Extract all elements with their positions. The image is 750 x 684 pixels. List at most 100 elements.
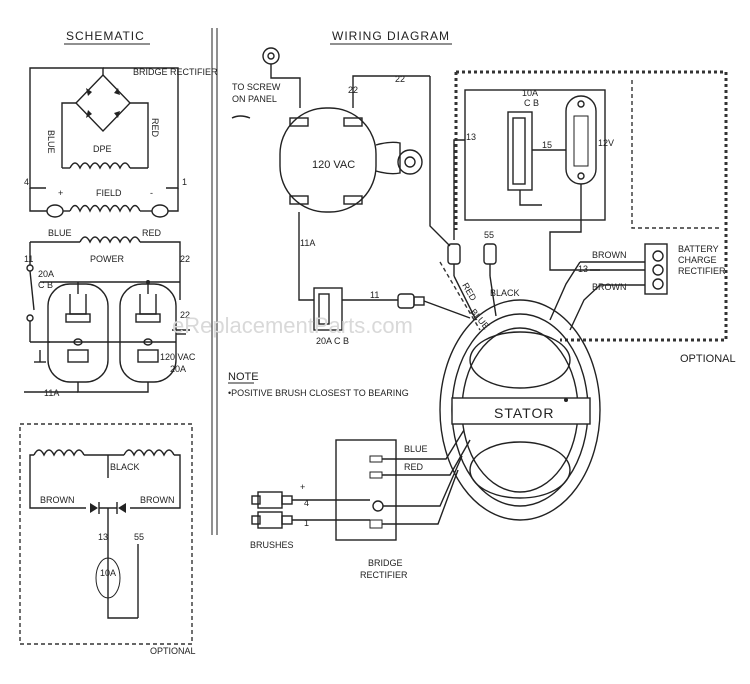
wiring-title: WIRING DIAGRAM — [332, 29, 450, 43]
schematic-red-vertical: RED — [150, 118, 160, 138]
wiring-panel: WIRING DIAGRAM TO SCREW ON PANEL 120 VAC… — [228, 29, 736, 580]
bridge-label-b: RECTIFIER — [360, 570, 408, 580]
bridge-label-a: BRIDGE — [368, 558, 403, 568]
watermark: eReplacementParts.com — [172, 313, 413, 338]
schematic-field-coil — [69, 204, 141, 213]
schematic-blue-wire: BLUE — [48, 228, 72, 238]
breaker-10a-label-b: C B — [524, 98, 539, 108]
brush-1-label: 1 — [304, 518, 309, 528]
wire-11a — [298, 212, 314, 301]
bridge-red-label: RED — [404, 462, 424, 472]
schematic-bridge-label-a: BRIDGE RECTIFIER — [133, 67, 218, 77]
wiring-outlet-120vac — [279, 107, 423, 213]
outlet-label: 120 VAC — [312, 159, 355, 171]
bcr-label-c: RECTIFIER — [678, 266, 726, 276]
schematic-wire-bridge-right — [130, 102, 149, 168]
wire-11-label: 11 — [370, 290, 379, 300]
schematic-n11a: 11A — [44, 388, 59, 398]
schematic-bridge-rectifier — [75, 73, 131, 133]
optional-n55: 55 — [134, 532, 144, 542]
schematic-outlet-b: 20A — [170, 364, 186, 374]
bcr-label-a: BATTERY — [678, 244, 719, 254]
schematic-breaker-a: 20A — [38, 269, 54, 279]
schematic-brush-left — [46, 204, 64, 218]
schematic-outlet-right — [119, 283, 177, 383]
optional-panel-box — [464, 89, 606, 221]
stator-icon — [439, 299, 601, 521]
breaker-20a-label: 20A C B — [316, 336, 349, 346]
optional-diode-right — [118, 503, 126, 513]
optional-brown-left: BROWN — [40, 495, 75, 505]
optional-brown-right: BROWN — [140, 495, 175, 505]
schematic-power-label: POWER — [90, 254, 125, 264]
schematic-outlet-a: 120 VAC — [160, 352, 196, 362]
optional-boundary-outer — [456, 70, 728, 342]
ground-screw-icon — [262, 47, 280, 65]
schematic-field-label: FIELD — [96, 188, 122, 198]
wire-22-to-stator — [429, 76, 451, 247]
connector-11-icon — [397, 293, 425, 309]
brush-plus-label: + — [300, 482, 305, 492]
schematic-wire-top-right — [103, 67, 179, 189]
wire-13-label: 13 — [466, 132, 476, 142]
to-screw-label-a: TO SCREW — [232, 82, 281, 92]
schematic-wire-bridge-left — [61, 102, 76, 168]
optional-coil-right — [123, 449, 175, 457]
schematic-dpe-coil — [69, 162, 131, 170]
schematic-n1: 1 — [182, 177, 187, 187]
schematic-breaker-contact-top — [26, 264, 34, 272]
optional-coil-left — [33, 449, 85, 457]
breaker-10a-label-a: 10A — [522, 88, 538, 98]
brown-wire-1-label: BROWN — [592, 250, 627, 260]
brushes-label: BRUSHES — [250, 540, 294, 550]
wire-15-label: 15 — [542, 140, 552, 150]
schematic-breaker-contact-bottom — [26, 314, 34, 322]
optional-label: OPTIONAL — [680, 353, 736, 365]
schematic-outlet-left — [47, 283, 109, 383]
to-screw-label-b: ON PANEL — [232, 94, 277, 104]
wire-black-label: BLACK — [490, 288, 520, 298]
schematic-dpe-label: DPE — [93, 144, 112, 154]
brown-wire-2-label: BROWN — [592, 282, 627, 292]
schematic-power-coil — [79, 236, 141, 244]
bcr-label-b: CHARGE — [678, 255, 717, 265]
schematic-wire-top-left — [29, 67, 104, 189]
brushes-icon — [251, 491, 293, 529]
schematic-minus: - — [150, 188, 153, 198]
stator-label: STATOR — [494, 405, 554, 421]
schematic-brush-right — [151, 204, 169, 218]
schematic-n22b: 22 — [180, 310, 190, 320]
note-title: NOTE — [228, 371, 259, 383]
battery-charge-rectifier-icon — [644, 243, 668, 295]
connector-55-icon — [483, 243, 497, 276]
schematic-blue-vertical: BLUE — [46, 130, 56, 154]
optional-diode-left — [90, 503, 98, 513]
schematic-n11: 11 — [24, 254, 33, 264]
connector-red-icon — [447, 243, 461, 276]
brush-4-label: 4 — [304, 498, 309, 508]
wire-22-label-b: 22 — [395, 74, 405, 84]
optional-n13: 13 — [98, 532, 108, 542]
bridge-rectifier-block — [335, 439, 397, 541]
breaker-10a-icon — [507, 111, 533, 191]
wire-black-to-stator — [423, 300, 471, 319]
schematic-plus: + — [58, 188, 63, 198]
wire-blue-dashed — [439, 261, 481, 331]
schematic-n4: 4 — [24, 177, 29, 187]
optional-boundary-inner — [631, 80, 722, 229]
outlet-12v-icon — [565, 95, 597, 185]
wire-11a-label: 11A — [300, 238, 315, 248]
bridge-blue-label: BLUE — [404, 444, 428, 454]
connector-55-label: 55 — [484, 230, 494, 240]
optional-schematic-box: BLACK BROWN BROWN 13 55 10A OPTIONAL — [19, 423, 196, 656]
schematic-panel: SCHEMATIC BRIDGE RECTIFIER BLUE RED DPE … — [24, 29, 218, 398]
schematic-breaker-b: C B — [38, 280, 53, 290]
wire-blue-label: BLUE — [468, 307, 491, 331]
optional-breaker: 10A — [100, 568, 116, 578]
optional-box-label: OPTIONAL — [150, 646, 196, 656]
breaker-20a-icon — [313, 287, 343, 331]
note-text: •POSITIVE BRUSH CLOSEST TO BEARING — [228, 388, 409, 398]
wire-red-label: RED — [460, 281, 478, 303]
